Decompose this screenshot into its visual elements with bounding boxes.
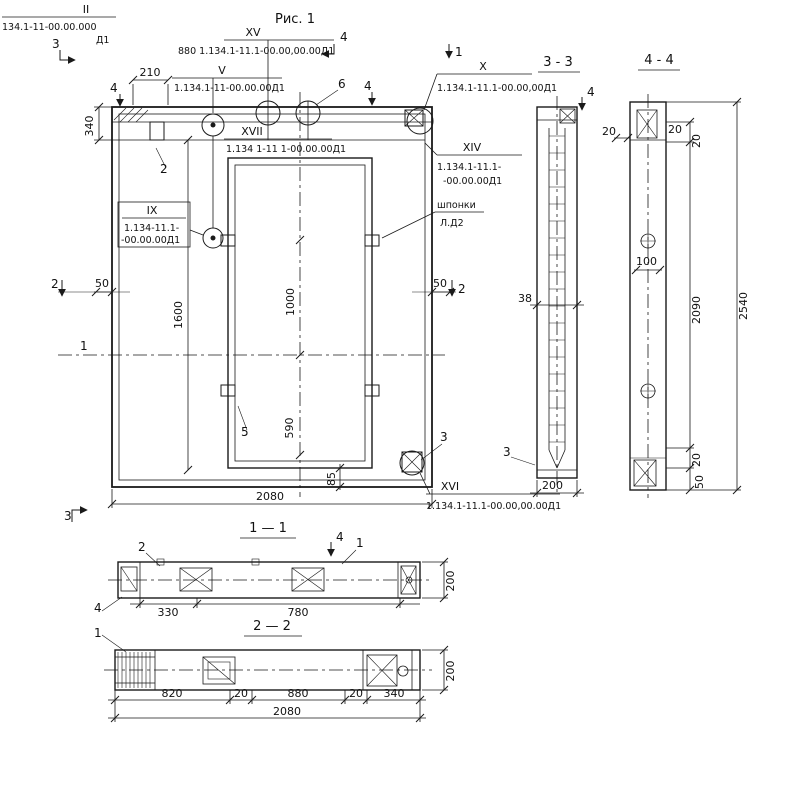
dim-880-sec22: 880 bbox=[288, 687, 309, 700]
dim-2090: 2090 bbox=[690, 296, 703, 324]
dim-2080-sec22: 2080 bbox=[273, 705, 301, 718]
callout-c14: XIV 1.134.1-11.1- -00.00.00Д1 bbox=[424, 141, 522, 187]
dim-20-top-sec44: 20 bbox=[690, 134, 703, 148]
dim-20b-sec22: 20 bbox=[349, 687, 363, 700]
mark-sec3-top: 3 bbox=[52, 37, 60, 51]
mark-pos6: 6 bbox=[338, 77, 346, 91]
mark-pos1-left-sec11: 1 bbox=[94, 626, 102, 640]
callout-c15: XV 880 1.134.1-11.1-00.00,00.00Д1 bbox=[178, 26, 334, 101]
callout-c9-ref2: -00.00.00Д1 bbox=[121, 235, 180, 246]
callout-c2-ref: 134.1-11-00.00.000 bbox=[2, 22, 97, 33]
callout-c16: XVI 1.134.1-11.1-00.00,00.00Д1 bbox=[419, 472, 561, 512]
dim-590: 590 bbox=[283, 418, 296, 439]
plan-corner-detail bbox=[401, 109, 424, 473]
mark-sec4-right: 4 bbox=[364, 79, 372, 93]
dim-100-sec44: 100 bbox=[636, 255, 657, 268]
mark-sec2-left: 2 bbox=[51, 277, 59, 291]
section-3-3: 3 - 3 bbox=[510, 55, 586, 498]
dim-330: 330 bbox=[158, 606, 179, 619]
mark-pos1: 1 bbox=[80, 339, 88, 353]
mark-sec4-mid: 4 bbox=[340, 30, 348, 44]
mark-sec1-right: 1 bbox=[455, 45, 463, 59]
dim-210: 210 bbox=[140, 66, 161, 79]
mark-pos3-sec33: 3 bbox=[503, 445, 511, 459]
callout-c5-ref: 1.134.1-11-00.00.00Д1 bbox=[174, 83, 285, 94]
callout-c10: X 1.134.1-11.1-00.00,00Д1 bbox=[423, 60, 557, 111]
section-4-4: 4 - 4 bbox=[611, 53, 742, 498]
callout-keys: шпонки Л.Д2 bbox=[381, 200, 484, 239]
dim-340: 340 bbox=[83, 116, 96, 137]
mark-pos3: 3 bbox=[440, 430, 448, 444]
callout-c9: IX 1.134-11.1- -00.00.00Д1 bbox=[117, 201, 204, 248]
dim-85: 85 bbox=[325, 472, 338, 486]
callout-c14-ref2: -00.00.00Д1 bbox=[443, 176, 502, 187]
callout-c16-ref: 1.134.1-11.1-00.00,00.00Д1 bbox=[426, 501, 561, 512]
mark-sec4-left: 4 bbox=[110, 81, 118, 95]
plan-dimension-lines bbox=[91, 75, 455, 509]
mark-sec3-bottom: 3 bbox=[64, 509, 72, 523]
callout-c15-ref: 880 1.134.1-11.1-00.00,00.00Д1 bbox=[178, 46, 334, 57]
dim-780: 780 bbox=[288, 606, 309, 619]
dim-2540: 2540 bbox=[737, 292, 750, 320]
callout-c10-num: X bbox=[479, 60, 487, 73]
callout-c15-num: XV bbox=[245, 26, 261, 39]
dim-2080: 2080 bbox=[256, 490, 284, 503]
callout-c16-num: XVI bbox=[441, 480, 459, 493]
dim-20-right-sec44: 20 bbox=[668, 123, 682, 136]
dim-340-sec22: 340 bbox=[384, 687, 405, 700]
callout-c9-ref1: 1.134-11.1- bbox=[124, 223, 179, 234]
plan-section-arrows bbox=[58, 44, 456, 522]
callout-c14-ref1: 1.134.1-11.1- bbox=[437, 162, 501, 173]
dim-50-sec44: 50 bbox=[693, 475, 706, 489]
callout-keys-line1: шпонки bbox=[437, 200, 476, 211]
callout-c10-ref: 1.134.1-11.1-00.00,00Д1 bbox=[437, 83, 557, 94]
figure-title: Рис. 1 bbox=[275, 12, 315, 27]
mark-sec2-right: 2 bbox=[458, 282, 466, 296]
callout-c14-num: XIV bbox=[463, 141, 482, 154]
dim-1600: 1600 bbox=[172, 301, 185, 329]
plan-key-details bbox=[220, 234, 380, 397]
callout-c5-num: V bbox=[218, 64, 226, 77]
callout-c5: V 1.134.1-11-00.00.00Д1 bbox=[172, 64, 285, 113]
dim-200-sec11: 200 bbox=[444, 571, 457, 592]
dim-20-bottom-sec44: 20 bbox=[690, 453, 703, 467]
callout-keys-line2: Л.Д2 bbox=[440, 218, 464, 229]
plan-callout-balloons bbox=[201, 100, 434, 476]
section-1-1: 1 — 1 bbox=[101, 521, 449, 653]
plan-leader-lines bbox=[155, 89, 443, 461]
callout-c17-num: XVII bbox=[241, 125, 263, 138]
dim-200-sec33: 200 bbox=[542, 479, 563, 492]
mark-pos4-left-sec11: 4 bbox=[94, 601, 102, 615]
mark-pos2: 2 bbox=[160, 162, 168, 176]
dim-820: 820 bbox=[162, 687, 183, 700]
dim-50-left: 50 bbox=[95, 277, 109, 290]
callout-c2: II 134.1-11-00.00.000 Д1 bbox=[2, 3, 116, 46]
plan-view-outline bbox=[111, 101, 433, 488]
callout-c9-num: IX bbox=[147, 204, 158, 217]
mark-pos1-sec11: 1 bbox=[356, 536, 364, 550]
mark-pos5: 5 bbox=[241, 425, 249, 439]
dim-20-left-sec44: 20 bbox=[602, 125, 616, 138]
dim-50-right: 50 bbox=[433, 277, 447, 290]
dim-200-sec22: 200 bbox=[444, 661, 457, 682]
mark-sec4-sec11: 4 bbox=[336, 530, 344, 544]
callout-c2-extra: Д1 bbox=[96, 35, 109, 46]
mark-pos2-sec11: 2 bbox=[138, 540, 146, 554]
callout-c17: XVII 1.134 1-11 1-00.00.00Д1 bbox=[224, 125, 346, 155]
dim-38: 38 bbox=[518, 292, 532, 305]
section-4-4-title: 4 - 4 bbox=[644, 53, 674, 68]
dim-20a-sec22: 20 bbox=[234, 687, 248, 700]
dim-1000: 1000 bbox=[284, 288, 297, 316]
section-1-1-title: 1 — 1 bbox=[249, 521, 287, 536]
section-2-2: 2 — 2 bbox=[104, 619, 449, 723]
section-2-2-title: 2 — 2 bbox=[253, 619, 291, 634]
callout-c2-num: II bbox=[83, 3, 90, 16]
callout-c17-ref: 1.134 1-11 1-00.00.00Д1 bbox=[226, 144, 346, 155]
section-3-3-title: 3 - 3 bbox=[543, 55, 573, 70]
mark-sec4-sec33: 4 bbox=[587, 85, 595, 99]
